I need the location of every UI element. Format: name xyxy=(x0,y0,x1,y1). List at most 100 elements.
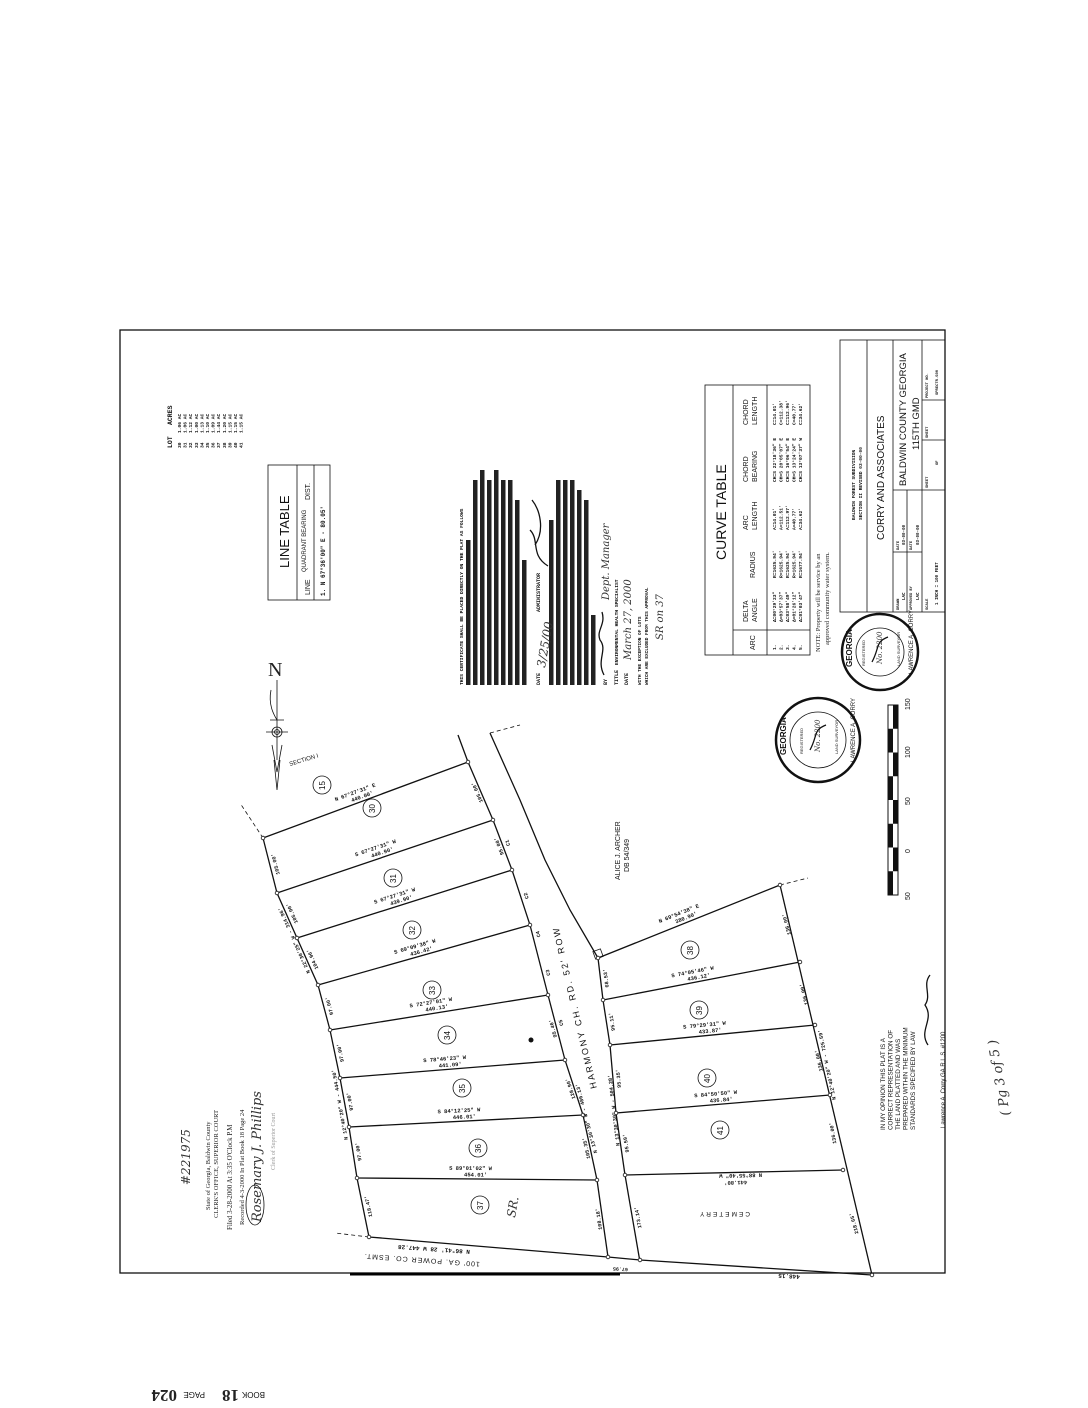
scale-bar-segment xyxy=(888,823,893,848)
west-side-distance: 97.00' xyxy=(325,996,336,1016)
corner-marker xyxy=(607,1042,613,1048)
west-side-distance: 118.47' xyxy=(364,1195,374,1218)
lot-circle xyxy=(689,1000,709,1020)
curve-cell: 3. xyxy=(785,644,791,650)
approved-date-value: 03-00-00 xyxy=(917,524,921,545)
south-east-boundary-label: 448.15 xyxy=(778,1272,800,1280)
by-label: BY xyxy=(603,679,609,685)
curve-cell: Δ=00°29'23" xyxy=(772,591,778,622)
distance-text: 446.01' xyxy=(453,1113,476,1121)
east-boundary-distance: 136.00' xyxy=(814,1049,824,1072)
surveyor-statement-line: STANDARDS SPECIFIED BY LAW xyxy=(910,1031,917,1130)
project-value: SPRECTR.500 xyxy=(936,369,940,395)
bearing-text: S 84°12'25" W xyxy=(437,1106,481,1115)
curve-cell: Δ=03°58'49" xyxy=(785,591,791,622)
lot-circle xyxy=(470,1195,490,1215)
lot-number: 34 xyxy=(443,1031,452,1040)
corner-marker xyxy=(509,867,515,873)
east-side-distance: 95.59' xyxy=(622,1133,631,1152)
corner-marker xyxy=(346,1124,352,1130)
corner-marker xyxy=(580,1112,586,1118)
road-side-distance: 108.18' xyxy=(595,1208,604,1230)
corner-marker xyxy=(637,1257,643,1263)
curve-header: ANGLE xyxy=(752,598,759,622)
filing-number: #221975 xyxy=(179,1129,193,1185)
corner-marker xyxy=(315,982,321,988)
clerk-title: Clerk of Superior Court xyxy=(270,1113,277,1170)
corner-marker xyxy=(605,1254,611,1260)
book-label: BOOK xyxy=(241,1390,265,1399)
approved-date-label: DATE xyxy=(910,540,914,550)
west-side-distance: 105.00' xyxy=(270,853,281,876)
curve-cell: R=1625.94' xyxy=(772,550,778,578)
lot-table-lot: 41 xyxy=(239,442,245,448)
bearing-text: S 78°46'23" W xyxy=(423,1054,467,1064)
corner-marker xyxy=(294,935,300,941)
seal-outer-ring xyxy=(840,612,920,692)
certificate-text-line xyxy=(487,480,492,685)
lot-table-acres: 1.15 AC xyxy=(239,413,245,433)
certificate-date-label: DATE xyxy=(536,673,542,685)
corner-marker xyxy=(600,997,606,1003)
lot-table-lot: 37 xyxy=(216,442,222,448)
bearing-text: N 88°55'40" W xyxy=(718,1171,762,1179)
lot-table-acres: 1.10 AC xyxy=(205,413,211,433)
curve-cell: 5. xyxy=(798,644,804,650)
lot-table-acres: 1.00 AC xyxy=(194,413,200,433)
subdivision-revision: SECTION II REVISED 03-00-00 xyxy=(858,447,864,520)
corner-marker xyxy=(465,759,471,765)
curve-header: CHORD xyxy=(743,399,750,425)
drawn-value: LAC xyxy=(903,592,907,600)
corner-marker xyxy=(595,955,601,961)
corner-marker xyxy=(274,890,280,896)
water-note: NOTE: Property will be service by an app… xyxy=(815,552,831,652)
east-boundary-distance: 136.00' xyxy=(829,1122,839,1145)
corner-marker xyxy=(812,1022,818,1028)
clerk-signature: Rosemary J. Phillips xyxy=(250,1091,265,1223)
plat-linework xyxy=(239,724,873,1276)
clerk-stamp: #221975 State of Georgia, Baldwin County… xyxy=(179,1091,277,1230)
lot-number: 40 xyxy=(703,1074,712,1083)
scale-bar-segment xyxy=(893,752,898,777)
certificate-text-line xyxy=(549,520,554,685)
lot-circle xyxy=(437,1025,457,1045)
curve-cell: C=14.01' xyxy=(772,403,778,425)
book-number: 18 xyxy=(222,1386,239,1405)
surveyor-statement: Lawrence A. Corry GA.R.L.S. #1200 IN MY … xyxy=(880,974,947,1130)
of-label: OF xyxy=(936,460,940,465)
distance-text: 436.84' xyxy=(709,1096,733,1105)
distance-text: 454.01' xyxy=(464,1171,487,1178)
curve-table-title: CURVE TABLE xyxy=(713,464,729,560)
approved-label: APPROVED BY xyxy=(910,585,914,610)
sheet2-label: SHEET xyxy=(926,426,930,438)
east-side-distance: 95.35' xyxy=(615,1069,623,1088)
corner-marker xyxy=(562,1057,568,1063)
date-value: 03-00-00 xyxy=(903,524,907,545)
page-of-note: ( Pg 3 of 5 ) xyxy=(986,1038,1014,1116)
curve-cell: R=1625.94' xyxy=(792,550,798,578)
lot-circle xyxy=(452,1078,472,1098)
curve-cell: A=112.51' xyxy=(779,505,785,530)
corner-marker xyxy=(354,1175,360,1181)
seal-name: LAWRENCE A. CORRY xyxy=(851,698,857,762)
lot-table-acres: 1.13 AC xyxy=(199,413,205,433)
road-label[interactable]: HARMONY CH. RD. 52' ROW xyxy=(551,925,599,1089)
date-label: DATE xyxy=(897,540,901,550)
surveyor-statement-line: PREPARED WITHIN THE MINIMUM xyxy=(903,1027,910,1130)
seal-name: LAWRENCE A. CORRY xyxy=(909,610,915,674)
curve-label: C4 xyxy=(535,930,542,938)
corner-marker xyxy=(545,992,551,998)
seal-state: GEORGIA xyxy=(779,717,788,755)
lot-table-acres: 1.06 AC xyxy=(177,413,183,433)
adjacent-lot-circle xyxy=(312,775,332,795)
road-side-distance: 95.46' xyxy=(548,1018,559,1038)
district-name: 115TH GMD xyxy=(911,397,922,450)
seal-signature xyxy=(871,636,889,663)
scale-bar-label: 0 xyxy=(905,849,912,853)
lot-table-lot: 30 xyxy=(177,442,183,448)
lot-table-acres: 1.15 AC xyxy=(227,413,233,433)
